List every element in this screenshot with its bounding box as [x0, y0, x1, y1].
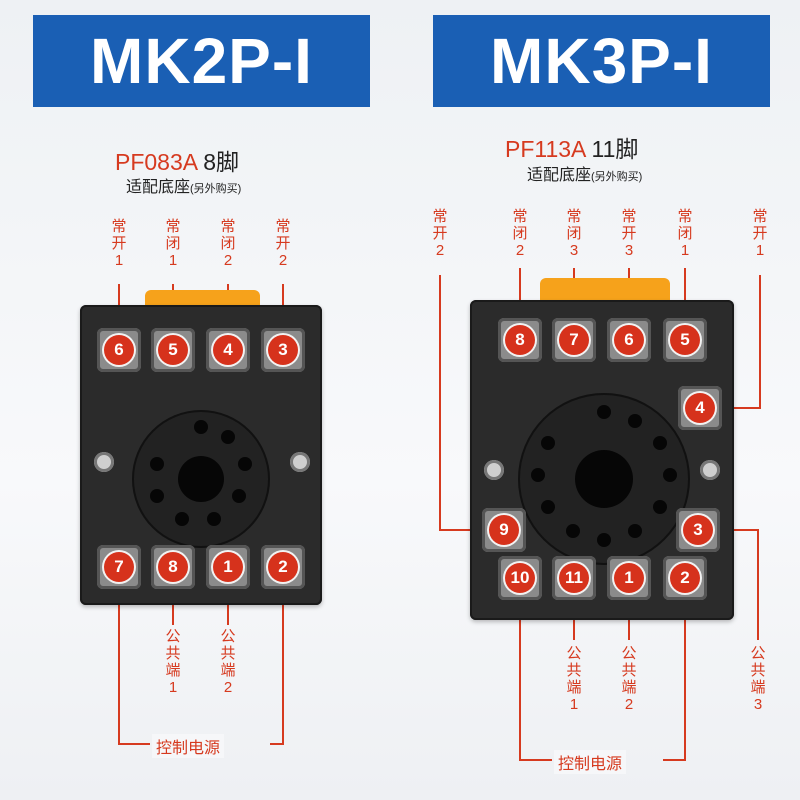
right-pin-hole — [653, 436, 667, 450]
left-top-label: 常 开 2 — [275, 218, 291, 269]
left-top-label: 常 开 1 — [111, 218, 127, 269]
left-socket-sub-note: (另外购买) — [190, 183, 242, 195]
left-pin-hole — [150, 489, 164, 503]
terminal-number: 8 — [505, 325, 535, 355]
left-pin-hole — [207, 512, 221, 526]
terminal-number: 1 — [614, 563, 644, 593]
right-top-label: 常 闭 2 — [512, 208, 528, 259]
terminal-number: 7 — [104, 552, 134, 582]
left-socket-title: PF083A 8脚 — [115, 143, 239, 177]
right-socket-model: PF113A — [505, 136, 586, 162]
terminal-number: 3 — [268, 335, 298, 365]
terminal-number: 5 — [670, 325, 700, 355]
left-mount-screw — [94, 452, 114, 472]
right-outer-right-label: 常 开 1 — [752, 208, 768, 259]
terminal-number: 7 — [559, 325, 589, 355]
terminal-number: 6 — [614, 325, 644, 355]
terminal-number: 2 — [268, 552, 298, 582]
terminal-number: 3 — [683, 515, 713, 545]
left-pin-hole — [194, 420, 208, 434]
left-control-power-label: 控制电源 — [152, 734, 225, 758]
right-pin-hole — [541, 436, 555, 450]
terminal-number: 9 — [489, 515, 519, 545]
right-model-banner: MK3P-I — [433, 15, 770, 107]
left-pin-hole — [232, 489, 246, 503]
right-outer-left-label: 常 开 2 — [432, 208, 448, 259]
right-release-tab — [540, 278, 670, 302]
right-socket-pins: 11脚 — [591, 136, 639, 162]
right-top-label: 常 闭 3 — [566, 208, 582, 259]
terminal-number: 8 — [158, 552, 188, 582]
right-center-hole — [575, 450, 633, 508]
left-top-label: 常 闭 1 — [165, 218, 181, 269]
right-pin-hole — [597, 405, 611, 419]
left-pin-hole — [238, 457, 252, 471]
terminal-number: 5 — [158, 335, 188, 365]
left-pin-hole — [175, 512, 189, 526]
right-socket-sub-main: 适配底座 — [527, 167, 592, 184]
right-control-power-label: 控制电源 — [554, 750, 627, 774]
right-common-label: 公 共 端 2 — [621, 645, 637, 713]
left-top-label: 常 闭 2 — [220, 218, 236, 269]
left-socket-subtitle: 适配底座(另外购买) — [126, 173, 241, 197]
left-model-banner: MK2P-I — [33, 15, 370, 107]
terminal-number: 1 — [213, 552, 243, 582]
terminal-number: 6 — [104, 335, 134, 365]
right-pin-hole — [566, 524, 580, 538]
left-pin-hole — [221, 430, 235, 444]
right-top-label: 常 闭 1 — [677, 208, 693, 259]
left-common-label: 公 共 端 2 — [220, 628, 236, 696]
left-socket-sub-main: 适配底座 — [126, 179, 191, 196]
right-pin-hole — [531, 468, 545, 482]
left-socket-model: PF083A — [115, 149, 197, 175]
right-pin-hole — [597, 533, 611, 547]
right-mount-screw — [700, 460, 720, 480]
right-pin-hole — [541, 500, 555, 514]
left-center-hole — [178, 456, 224, 502]
left-socket-pins: 8脚 — [203, 149, 240, 175]
terminal-number: 4 — [213, 335, 243, 365]
left-pin-hole — [150, 457, 164, 471]
terminal-number: 4 — [685, 393, 715, 423]
terminal-number: 10 — [505, 563, 535, 593]
right-socket-title: PF113A 11脚 — [505, 130, 638, 164]
right-mount-screw — [484, 460, 504, 480]
right-pin-hole — [653, 500, 667, 514]
right-pin-hole — [628, 524, 642, 538]
right-common-label: 公 共 端 3 — [750, 645, 766, 713]
right-pin-hole — [628, 414, 642, 428]
right-top-label: 常 开 3 — [621, 208, 637, 259]
terminal-number: 11 — [559, 563, 589, 593]
right-socket-subtitle: 适配底座(另外购买) — [527, 161, 642, 185]
terminal-number: 2 — [670, 563, 700, 593]
left-mount-screw — [290, 452, 310, 472]
right-common-label: 公 共 端 1 — [566, 645, 582, 713]
right-pin-hole — [663, 468, 677, 482]
left-common-label: 公 共 端 1 — [165, 628, 181, 696]
right-socket-sub-note: (另外购买) — [591, 171, 643, 183]
